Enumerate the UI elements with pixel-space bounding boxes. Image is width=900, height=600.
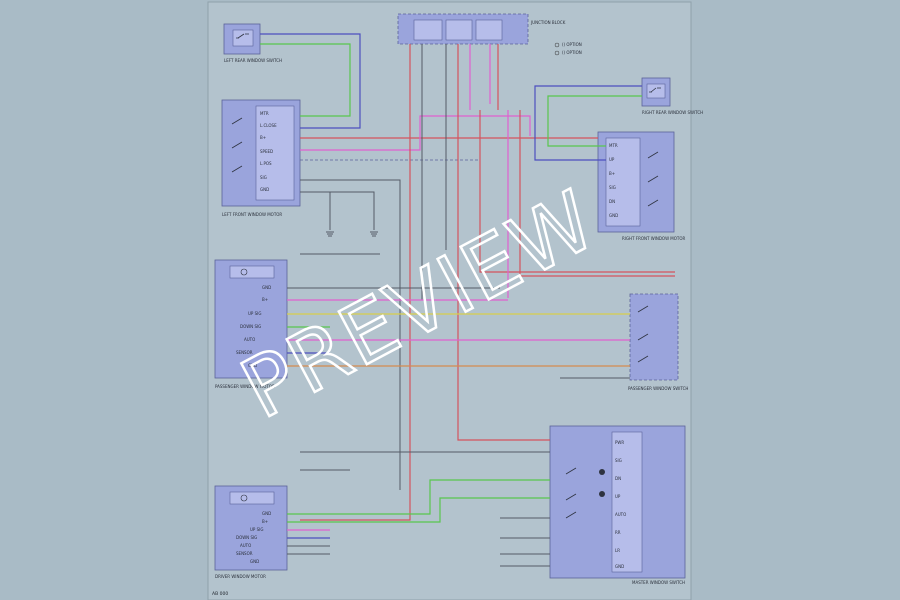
ground-icon-1 (326, 231, 334, 237)
master-switch-lamp-icon-2 (599, 491, 605, 497)
pm-pin-1: B+ (262, 297, 268, 302)
lr-switch-label: LEFT REAR WINDOW SWITCH (224, 58, 282, 63)
legend-marker-2 (554, 50, 560, 56)
pm-pin-3: DOWN SIG (240, 324, 261, 329)
master-switch-contacts (565, 467, 577, 519)
pm-pin-6: GND (248, 363, 257, 368)
pm-pin-0: GND (262, 285, 271, 290)
fuse-3 (475, 19, 503, 41)
rr-switch-label: RIGHT REAR WINDOW SWITCH (642, 110, 703, 115)
fuse-2 (445, 19, 473, 41)
wire-red-right-1 (479, 110, 675, 273)
dm-pin-0: GND (262, 511, 271, 516)
lf-pin-4: L.POS (260, 161, 272, 166)
rf-pin-0: MTR (609, 143, 618, 148)
pm-pin-5: SENSOR (236, 350, 253, 355)
rf-motor-switch-contacts (647, 151, 659, 207)
dm-pin-1: B+ (262, 519, 268, 524)
ms-pin-7: GND (615, 564, 624, 569)
dm-pin-3: DOWN SIG (236, 535, 257, 540)
lf-pin-5: SIG (260, 175, 267, 180)
legend-item-2: () OPTION (562, 50, 582, 55)
passenger-switch-contacts (637, 305, 649, 363)
rf-pin-1: UP (609, 157, 615, 162)
ms-pin-1: SIG (615, 458, 622, 463)
dm-pin-4: AUTO (240, 543, 251, 548)
legend-item-1: () OPTION (562, 42, 582, 47)
wire-red-right-2 (519, 110, 675, 277)
ms-pin-5: RR (615, 530, 621, 535)
driver-motor-top-inner (229, 491, 275, 505)
wire-pink-lf (300, 115, 531, 151)
passenger-switch-box (629, 293, 679, 381)
lf-pin-2: B+ (260, 135, 266, 140)
ms-pin-6: LR (615, 548, 620, 553)
wire-green-dm-1 (287, 479, 550, 515)
rf-pin-5: GND (609, 213, 618, 218)
ms-pin-4: AUTO (615, 512, 626, 517)
wire-green-rr (547, 95, 642, 147)
passenger-motor-box (214, 259, 288, 379)
ms-pin-3: UP (615, 494, 621, 499)
fuse-1 (413, 19, 443, 41)
rf-motor-label: RIGHT FRONT WINDOW MOTOR (622, 236, 685, 241)
pm-pin-2: UP SIG (248, 311, 261, 316)
master-switch-label: MASTER WINDOW SWITCH (632, 580, 685, 585)
junction-block-label: JUNCTION BLOCK (530, 20, 566, 25)
wire-dark-lf-down (300, 179, 401, 490)
lr-switch-contact (236, 33, 249, 39)
rr-switch-contact (649, 87, 661, 93)
master-switch-lamp-icon-1 (599, 469, 605, 475)
wire-green-dm-2 (287, 497, 550, 523)
wire-red-junction-left (300, 44, 411, 521)
passenger-motor-label: PASSENGER WINDOW MOTOR (215, 384, 275, 389)
rf-motor-inner (605, 137, 641, 227)
driver-motor-symbol-icon (240, 494, 248, 502)
ms-pin-0: PWR (615, 440, 624, 445)
wire-dark-lf-gnd2 (330, 191, 375, 230)
lf-pin-6: GND (260, 187, 269, 192)
passenger-motor-symbol-icon (240, 268, 248, 276)
passenger-motor-top-inner (229, 265, 275, 279)
dm-pin-6: GND (250, 559, 259, 564)
lf-motor-inner (255, 105, 295, 201)
rf-pin-4: DN (609, 199, 615, 204)
rf-pin-3: SIG (609, 185, 616, 190)
legend-marker-1 (554, 42, 560, 48)
lf-pin-1: L.CLOSE (260, 123, 277, 128)
passenger-switch-label: PASSENGER WINDOW SWITCH (628, 386, 688, 391)
lf-pin-0: MTR (260, 111, 269, 116)
lf-pin-3: SPEED (260, 149, 273, 154)
wire-green-lr (260, 43, 351, 117)
rf-pin-2: B+ (609, 171, 615, 176)
pm-pin-4: AUTO (244, 337, 255, 342)
page-label: AB 000 (212, 591, 228, 597)
dm-pin-2: UP SIG (250, 527, 263, 532)
lf-motor-switch-contacts (231, 117, 243, 173)
rr-switch-inner (646, 83, 666, 99)
ground-icon-2 (370, 231, 378, 237)
wire-blue-rr (534, 85, 642, 161)
master-switch-inner (611, 431, 643, 573)
wire-blue-lr (260, 33, 361, 129)
driver-motor-label: DRIVER WINDOW MOTOR (215, 574, 266, 579)
lf-motor-label: LEFT FRONT WINDOW MOTOR (222, 212, 282, 217)
wire-red-junction-master (457, 44, 550, 441)
dm-pin-5: SENSOR (236, 551, 253, 556)
ms-pin-2: DN (615, 476, 621, 481)
